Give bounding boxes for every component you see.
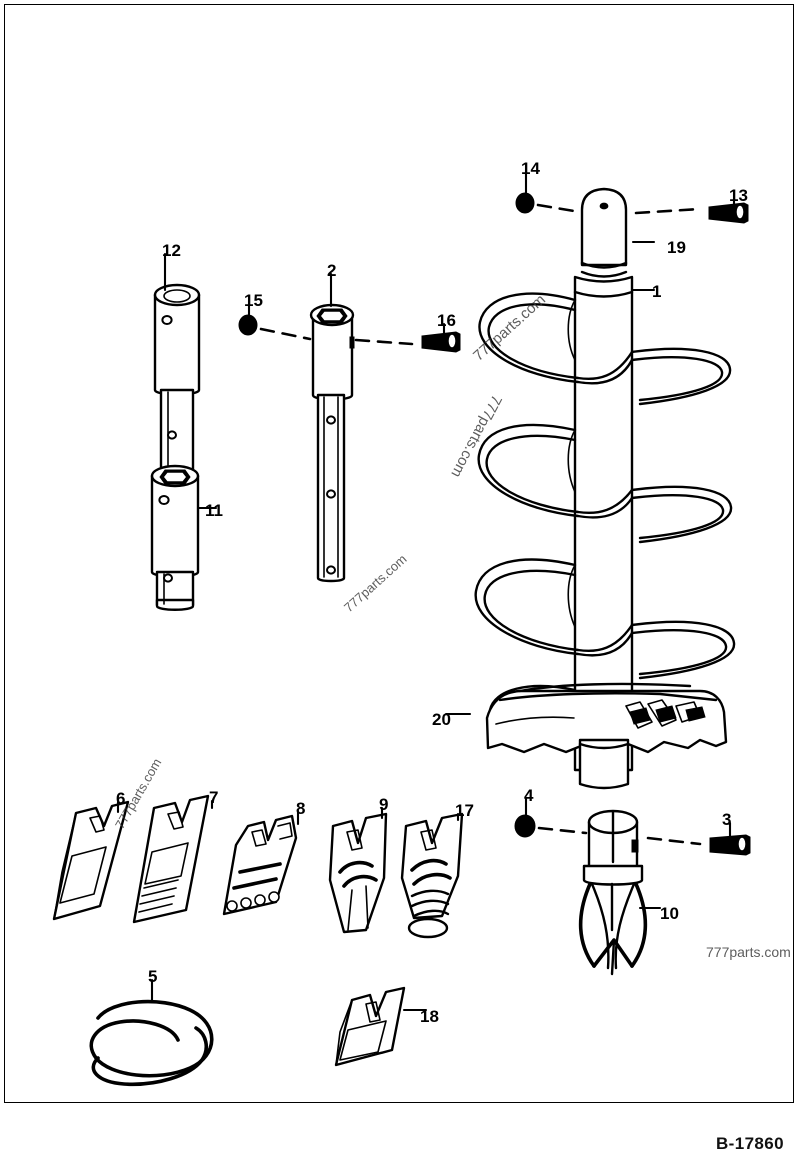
serrated-tooth-blade-7	[132, 794, 210, 924]
auger-head-cutting-base-20	[485, 682, 728, 790]
callout-ball-detent-mid: 15	[244, 291, 263, 310]
callout-carbide-tooth-blade: 8	[296, 799, 306, 818]
pin-fastener-upper-13	[634, 202, 749, 224]
carbide-inserts	[226, 891, 280, 912]
callout-round-bore-adapter: 12	[162, 241, 181, 260]
auger-top-hub-19	[580, 187, 628, 278]
auger-central-shaft-1	[573, 275, 634, 772]
carbide-tooth-blade-8	[222, 814, 298, 916]
shank-ribs	[410, 889, 450, 918]
callout-coiled-cable: 5	[148, 967, 158, 986]
ribbed-tooth-blade-9	[328, 812, 388, 934]
pilot-bit-10	[578, 809, 648, 976]
callout-auger-top-hub: 19	[667, 238, 686, 257]
callout-lock-nut-ball: 4	[524, 786, 534, 805]
ball-detent-upper-14	[515, 192, 582, 214]
callout-hex-socket-adapter-short: 11	[205, 501, 223, 520]
roll-pin-bolt-3	[646, 834, 751, 856]
pin-16	[421, 331, 461, 353]
pin-13	[708, 202, 749, 224]
watermark: 777parts.com	[706, 944, 791, 960]
heavy-duty-tooth-blade-17	[400, 812, 464, 939]
auger-main-assembly	[474, 187, 736, 790]
hex-extension-shaft-2	[309, 303, 355, 583]
callout-leaders	[116, 170, 736, 1012]
callout-ribbed-tooth-blade: 9	[379, 795, 389, 814]
coiled-cable-5	[89, 999, 214, 1087]
flat-tooth-blade-6	[52, 800, 130, 921]
callout-hex-extension-shaft: 2	[327, 261, 337, 280]
callout-roll-pin-bolt: 3	[722, 810, 732, 829]
hex-socket-adapter-11	[150, 464, 200, 611]
callout-auger-head-cutting-base: 20	[432, 710, 451, 729]
lock-nut-ball-4	[514, 814, 588, 838]
callout-pin-fastener-mid: 16	[437, 311, 456, 330]
callout-heavy-duty-tooth-blade: 17	[455, 801, 474, 820]
callout-flat-tooth-blade: 6	[116, 789, 126, 808]
head-tooth-holders	[495, 699, 706, 729]
callout-pilot-bit: 10	[660, 904, 679, 923]
callout-replacement-tooth: 18	[420, 1007, 439, 1026]
pin-3	[709, 834, 751, 856]
ball-detent-mid-15	[238, 314, 312, 341]
callout-ball-detent-upper: 14	[521, 159, 540, 178]
callout-serrated-tooth-blade: 7	[209, 788, 219, 807]
replacement-tooth-18	[334, 986, 406, 1067]
callout-auger-flighting-shaft: 1	[652, 282, 662, 301]
figure-caption: B-17860	[715, 1134, 784, 1153]
callout-pin-fastener-upper: 13	[729, 186, 748, 205]
pin-fastener-mid-16	[354, 331, 461, 353]
round-bore-adapter-12	[153, 283, 201, 475]
